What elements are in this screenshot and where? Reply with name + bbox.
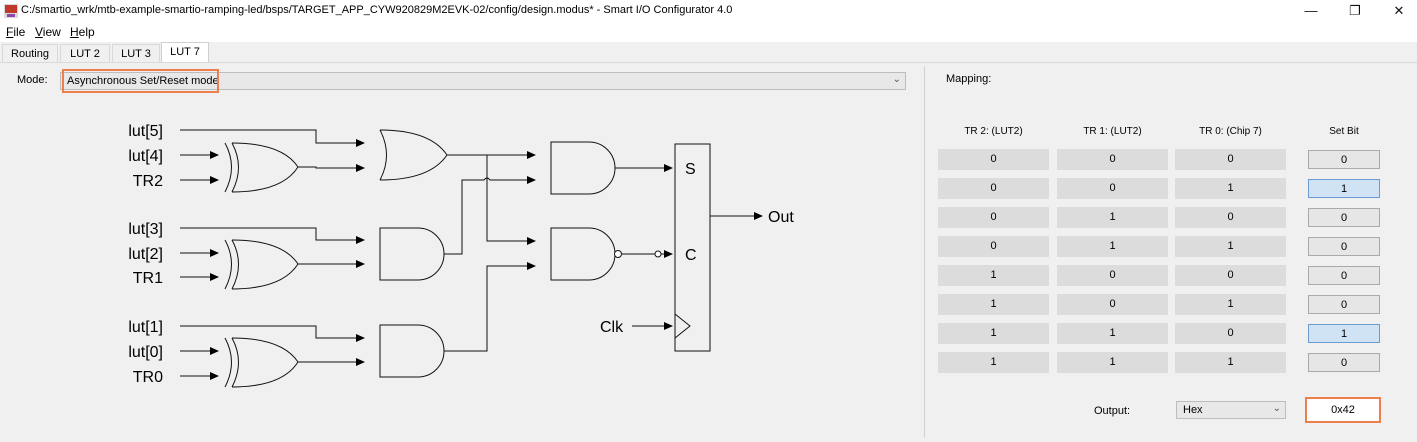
output-format-label: Output:	[1094, 405, 1131, 417]
mode-value: Asynchronous Set/Reset mode	[67, 75, 219, 87]
set-bit-toggle[interactable]: 1	[1308, 179, 1380, 198]
chevron-down-icon: ⌄	[892, 74, 901, 85]
input-label-tr1: TR1	[133, 270, 163, 287]
menu-view[interactable]: View	[35, 25, 61, 39]
title-bar: C:/smartio_wrk/mtb-example-smartio-rampi…	[0, 0, 1417, 22]
mapping-cell: 1	[1175, 178, 1286, 199]
mapping-cell: 1	[1175, 236, 1286, 257]
header-tr0: TR 0: (Chip 7)	[1199, 126, 1262, 137]
input-label-lut0: lut[0]	[128, 344, 163, 361]
header-tr1: TR 1: (LUT2)	[1083, 126, 1142, 137]
input-label-lut3: lut[3]	[128, 221, 163, 238]
mapping-cell: 0	[1175, 149, 1286, 170]
set-bit-toggle[interactable]: 0	[1308, 295, 1380, 314]
mode-label: Mode:	[17, 74, 48, 86]
set-bit-toggle[interactable]: 0	[1308, 266, 1380, 285]
close-button[interactable]: ✕	[1393, 3, 1405, 18]
input-label-lut4: lut[4]	[128, 148, 163, 165]
tab-lut2[interactable]: LUT 2	[60, 44, 110, 62]
clear-port-label: C	[685, 247, 697, 264]
lut-logic-diagram: lut[5] lut[4] TR2 lut[3] lut[2] TR1 lut[…	[128, 123, 794, 388]
input-label-lut1: lut[1]	[128, 319, 163, 336]
maximize-button[interactable]: ❐	[1349, 3, 1361, 18]
output-format-select[interactable]: Hex ⌄	[1176, 401, 1286, 419]
set-bit-toggle[interactable]: 1	[1308, 324, 1380, 343]
set-bit-toggle[interactable]: 0	[1308, 208, 1380, 227]
output-format-value: Hex	[1183, 404, 1203, 416]
mapping-cell: 0	[1175, 207, 1286, 228]
mapping-cell: 0	[1175, 323, 1286, 344]
mapping-cell: 0	[938, 149, 1049, 170]
chevron-down-icon: ⌄	[1272, 403, 1281, 414]
mapping-cell: 0	[1175, 265, 1286, 286]
mapping-cell: 1	[938, 323, 1049, 344]
panel-divider	[924, 66, 925, 438]
input-label-tr0: TR0	[133, 369, 163, 386]
mapping-cell: 1	[1175, 352, 1286, 373]
mode-highlight-box	[62, 69, 219, 93]
mapping-cell: 0	[1057, 294, 1168, 315]
set-bit-toggle[interactable]: 0	[1308, 150, 1380, 169]
mapping-title: Mapping:	[946, 73, 992, 85]
mapping-cell: 1	[1175, 294, 1286, 315]
set-port-label: S	[685, 161, 696, 178]
input-label-lut2: lut[2]	[128, 246, 163, 263]
tab-lut7[interactable]: LUT 7	[161, 42, 209, 63]
set-bit-toggle[interactable]: 0	[1308, 353, 1380, 372]
mapping-cell: 1	[938, 265, 1049, 286]
header-tr2: TR 2: (LUT2)	[964, 126, 1023, 137]
window-title: C:/smartio_wrk/mtb-example-smartio-rampi…	[21, 4, 733, 16]
input-label-tr2: TR2	[133, 173, 163, 190]
mapping-cell: 0	[1057, 149, 1168, 170]
app-icon	[4, 4, 18, 18]
tab-routing[interactable]: Routing	[2, 44, 58, 62]
tab-bar: Routing LUT 2 LUT 3 LUT 7	[0, 42, 1417, 63]
mapping-cell: 0	[938, 178, 1049, 199]
mapping-cell: 0	[938, 236, 1049, 257]
mode-select[interactable]: Asynchronous Set/Reset mode ⌄	[60, 72, 906, 90]
header-set-bit: Set Bit	[1329, 126, 1359, 137]
menu-bar: File View Help	[0, 22, 1417, 42]
mapping-cell: 0	[1057, 178, 1168, 199]
menu-file[interactable]: File	[6, 25, 26, 39]
mapping-cell: 0	[1057, 265, 1168, 286]
mapping-cell: 1	[1057, 352, 1168, 373]
mapping-cell: 1	[938, 294, 1049, 315]
mapping-cell: 0	[938, 207, 1049, 228]
menu-help[interactable]: Help	[70, 25, 95, 39]
mapping-cell: 1	[1057, 236, 1168, 257]
mapping-cell: 1	[938, 352, 1049, 373]
set-bit-toggle[interactable]: 0	[1308, 237, 1380, 256]
mapping-cell: 1	[1057, 207, 1168, 228]
mapping-cell: 1	[1057, 323, 1168, 344]
output-label: Out	[768, 209, 794, 226]
output-value-field[interactable]: 0x42	[1305, 397, 1381, 423]
input-label-lut5: lut[5]	[128, 123, 163, 140]
clock-label: Clk	[600, 319, 624, 336]
minimize-button[interactable]: —	[1304, 3, 1318, 18]
tab-lut3[interactable]: LUT 3	[112, 44, 160, 62]
